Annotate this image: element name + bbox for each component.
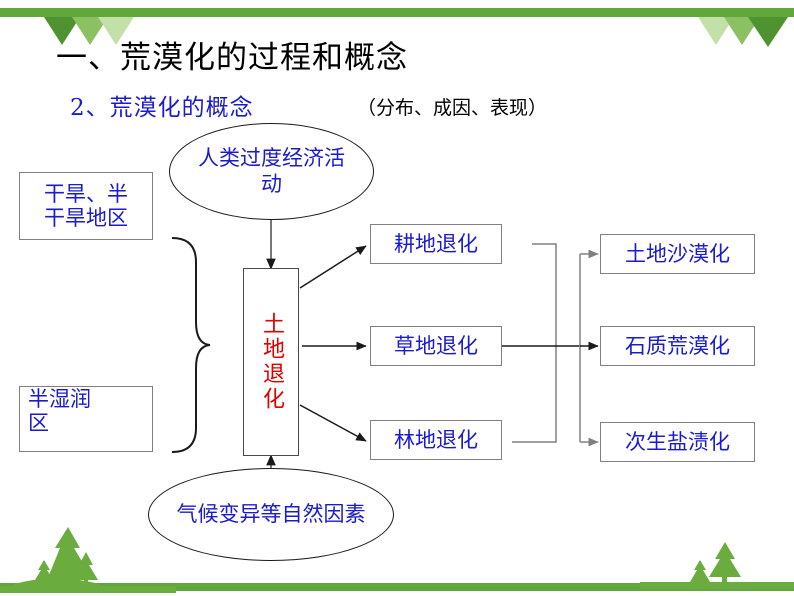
node-degradation-grassland-label: 草地退化 bbox=[394, 333, 478, 358]
node-outcome-salinization[interactable]: 次生盐渍化 bbox=[600, 422, 755, 462]
top-left-pennant-decoration bbox=[44, 17, 134, 45]
node-outcome-rocky[interactable]: 石质荒漠化 bbox=[600, 326, 755, 366]
bottom-accent-bar bbox=[0, 583, 794, 591]
node-human-activity-label: 人类过度经济活动 bbox=[198, 146, 345, 196]
node-natural-factors-label: 气候变异等自然因素 bbox=[176, 501, 366, 526]
bottom-left-tree-decoration bbox=[0, 527, 176, 593]
node-human-activity[interactable]: 人类过度经济活动 bbox=[169, 123, 374, 220]
node-region-arid-line1: 干旱、半 bbox=[44, 181, 128, 206]
node-region-arid[interactable]: 干旱、半 干旱地区 bbox=[19, 172, 153, 240]
node-degradation-grassland[interactable]: 草地退化 bbox=[370, 326, 502, 366]
node-degradation-forest[interactable]: 林地退化 bbox=[370, 420, 502, 460]
node-outcome-salinization-label: 次生盐渍化 bbox=[625, 429, 730, 454]
page-title: 一、荒漠化的过程和概念 bbox=[56, 40, 408, 76]
top-right-pennant-decoration bbox=[698, 17, 788, 47]
node-region-subhumid[interactable]: 半湿润 区 bbox=[19, 386, 153, 452]
node-natural-factors[interactable]: 气候变异等自然因素 bbox=[148, 468, 394, 561]
node-region-arid-line2: 干旱地区 bbox=[44, 206, 128, 230]
node-degradation-forest-label: 林地退化 bbox=[394, 427, 478, 452]
top-accent-bar bbox=[0, 8, 794, 17]
section-note: （分布、成因、表现） bbox=[357, 97, 548, 119]
node-outcome-desertification[interactable]: 土地沙漠化 bbox=[600, 234, 755, 274]
node-outcome-rocky-label: 石质荒漠化 bbox=[625, 333, 730, 358]
node-region-subhumid-line1: 半湿润 bbox=[28, 387, 91, 411]
bottom-right-tree-decoration bbox=[640, 542, 794, 589]
node-land-degradation-core[interactable]: 土地退化 bbox=[243, 268, 299, 456]
node-outcome-desertification-label: 土地沙漠化 bbox=[625, 241, 730, 266]
node-land-degradation-core-label: 土地退化 bbox=[259, 312, 284, 412]
node-degradation-cropland[interactable]: 耕地退化 bbox=[370, 224, 502, 264]
section-subtitle: 2、荒漠化的概念 bbox=[70, 95, 254, 121]
node-degradation-cropland-label: 耕地退化 bbox=[394, 231, 478, 256]
node-region-subhumid-line2: 区 bbox=[28, 411, 49, 436]
